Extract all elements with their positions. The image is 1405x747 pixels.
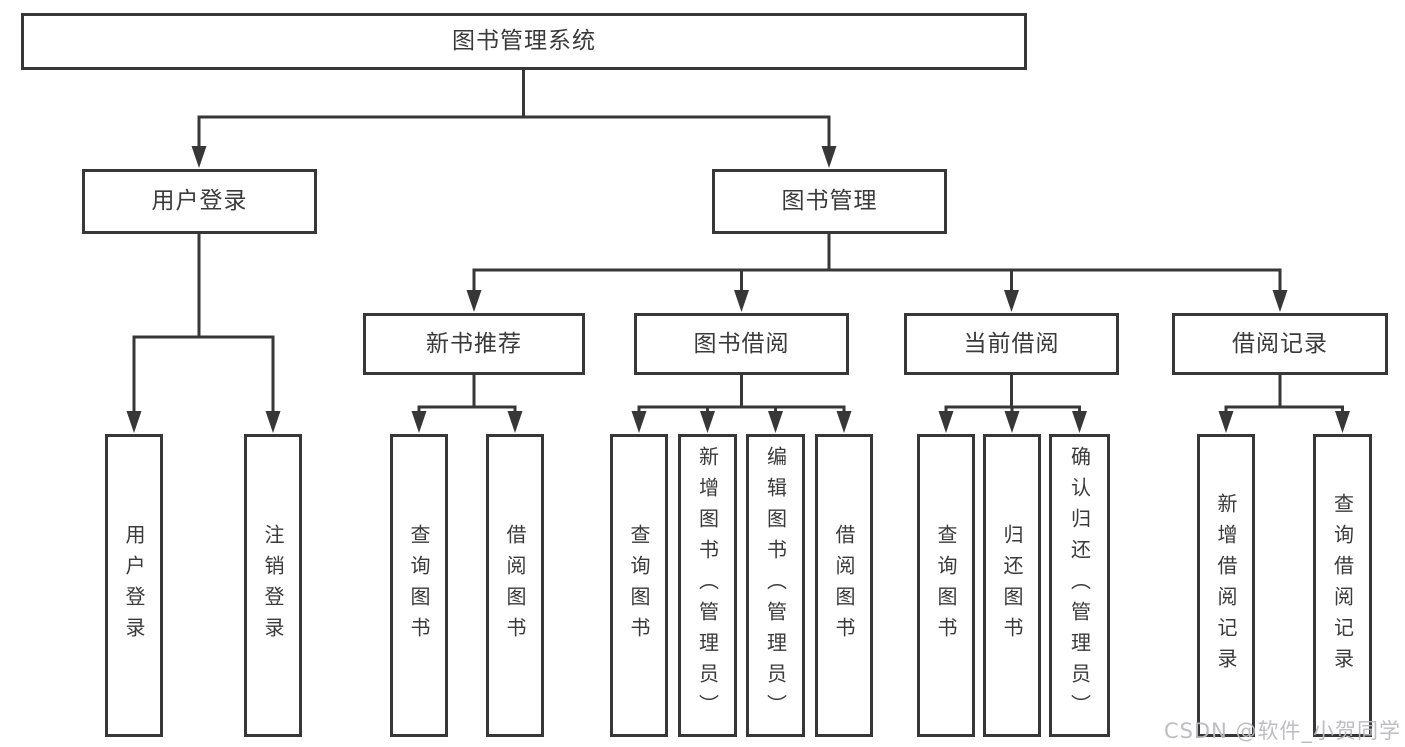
node-label: 借阅记录	[1232, 330, 1328, 357]
node-new-book-recommendation: 新书推荐	[363, 313, 585, 375]
node-label: 借阅图书	[832, 523, 856, 648]
leaf-confirm-return-admin: 确认归还（管理员）	[1049, 434, 1110, 737]
node-label: 当前借阅	[963, 330, 1060, 357]
connector-arrowheads	[126, 146, 1350, 433]
node-label: 查询借阅记录	[1330, 492, 1355, 679]
node-label: 新增图书（管理员）	[695, 446, 720, 725]
leaf-borrow-books: 借阅图书	[815, 434, 873, 737]
leaf-query-books-recommend: 查询图书	[390, 434, 448, 737]
csdn-watermark: CSDN @软件_小贺同学	[1163, 719, 1401, 743]
node-label: 新书推荐	[426, 330, 522, 357]
node-borrowing-records: 借阅记录	[1172, 313, 1388, 375]
node-label: 用户登录	[151, 188, 248, 214]
node-label: 编辑图书（管理员）	[763, 446, 788, 725]
node-label: 借阅图书	[503, 523, 527, 648]
node-label: 图书管理	[781, 188, 878, 214]
leaf-return-book: 归还图书	[983, 434, 1041, 737]
node-book-management-branch: 图书管理	[712, 169, 947, 234]
node-user-login-branch: 用户登录	[82, 169, 317, 234]
leaf-add-book-admin: 新增图书（管理员）	[678, 434, 737, 737]
leaf-user-login: 用户登录	[105, 434, 163, 737]
leaf-add-borrow-record: 新增借阅记录	[1197, 434, 1255, 737]
leaf-edit-book-admin: 编辑图书（管理员）	[746, 434, 805, 737]
node-label: 归还图书	[1000, 523, 1024, 648]
leaf-borrow-books-recommend: 借阅图书	[486, 434, 544, 737]
node-book-borrowing: 图书借阅	[634, 313, 849, 375]
node-label: 查询图书	[934, 523, 958, 648]
node-label: 查询图书	[407, 523, 431, 648]
leaf-logout: 注销登录	[244, 434, 302, 737]
leaf-query-borrow-record: 查询借阅记录	[1313, 434, 1372, 737]
node-label: 注销登录	[261, 523, 285, 648]
node-label: 图书管理系统	[452, 28, 596, 54]
leaf-query-books-current: 查询图书	[917, 434, 975, 737]
node-label: 确认归还（管理员）	[1067, 446, 1092, 725]
node-label: 图书借阅	[693, 330, 790, 357]
node-label: 用户登录	[122, 523, 146, 648]
node-label: 查询图书	[627, 523, 651, 648]
leaf-query-books-borrowing: 查询图书	[610, 434, 668, 737]
connector-strokes	[132, 68, 1344, 414]
node-current-borrowing: 当前借阅	[904, 313, 1119, 375]
node-label: 新增借阅记录	[1214, 492, 1238, 679]
node-library-management-system: 图书管理系统	[21, 13, 1027, 70]
